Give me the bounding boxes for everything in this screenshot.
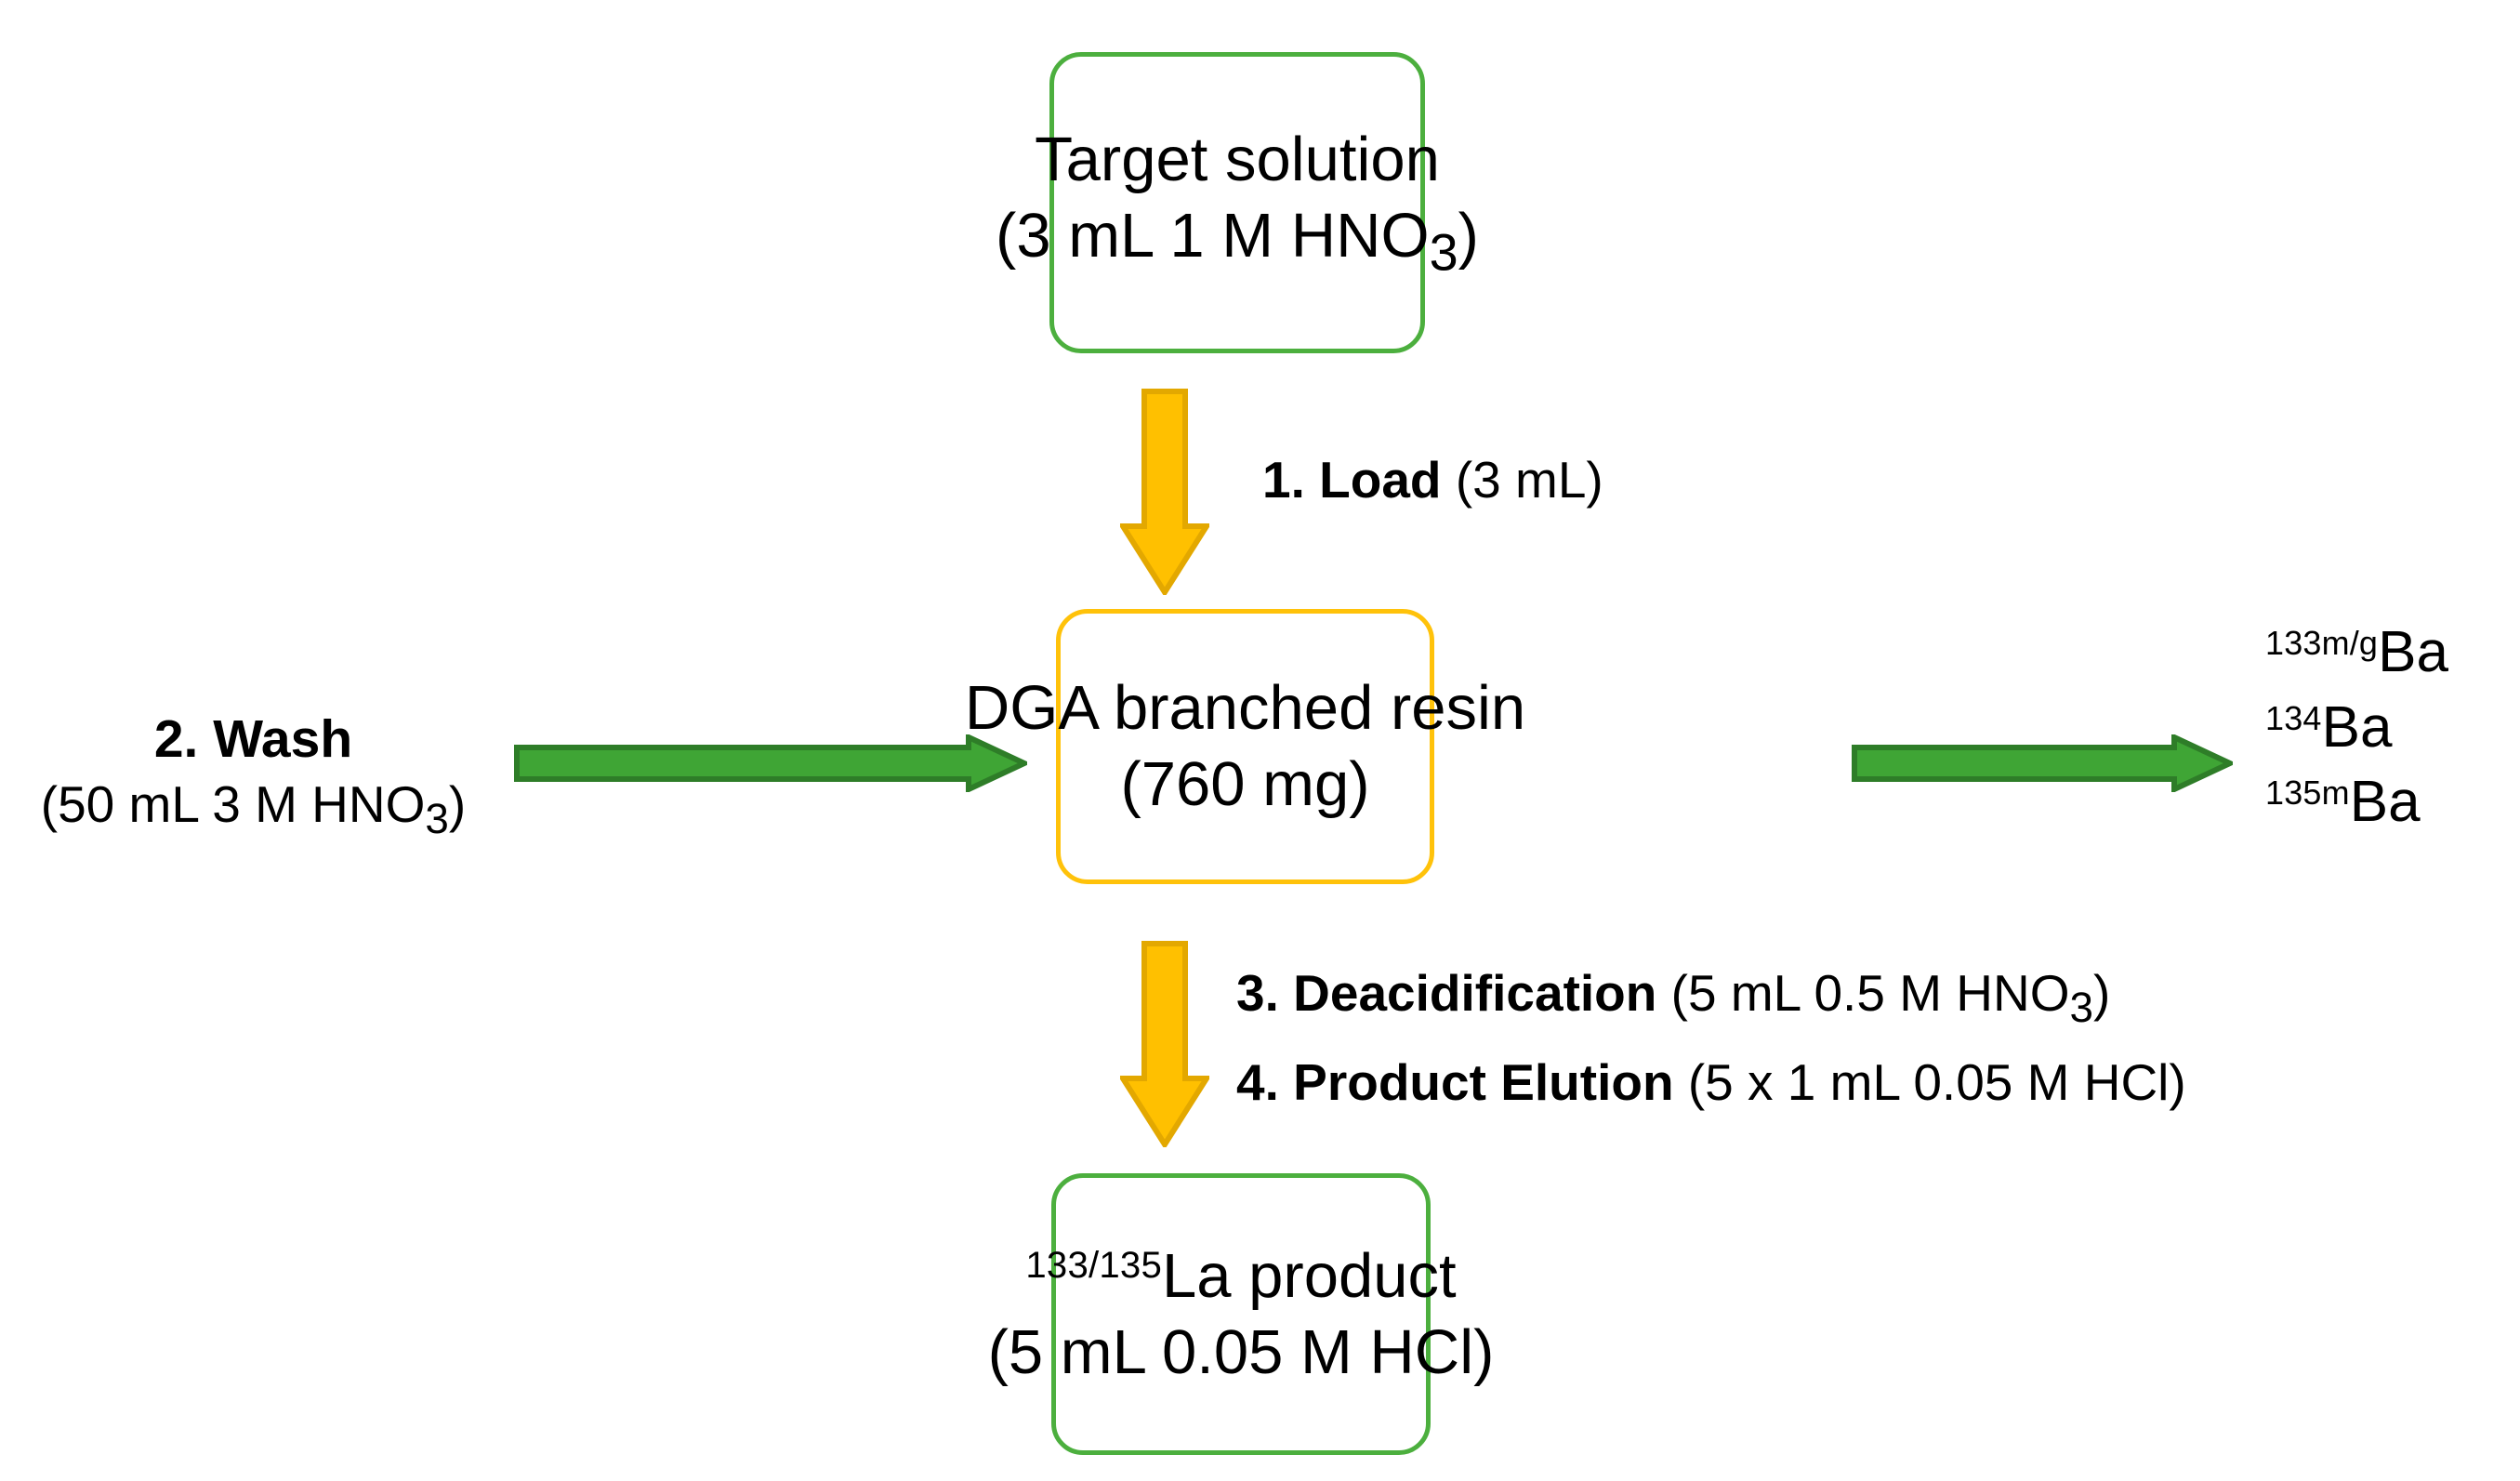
dga-resin-line-1: DGA branched resin — [964, 673, 1526, 744]
step-wash-detail: (50 mL 3 M HNO3) — [0, 773, 507, 845]
step-load-number: 1. Load — [1262, 451, 1442, 509]
step-wash-detail-prefix: (50 mL 3 M HNO — [40, 775, 426, 834]
step-product-elution-number: 4. Product Elution — [1236, 1053, 1674, 1111]
node-la-product: 133/135La product (5 mL 0.05 M HCl) — [988, 1173, 1494, 1455]
node-dga-resin: DGA branched resin (760 mg) — [965, 609, 1525, 884]
arrow-load-down — [1120, 389, 1209, 595]
target-solution-acid-subscript: 3 — [1429, 222, 1458, 281]
arrow-wash-right — [514, 734, 1027, 792]
node-target-solution: Target solution (3 mL 1 M HNO3) — [996, 52, 1479, 353]
step-wash-label: 2. Wash (50 mL 3 M HNO3) — [0, 707, 507, 846]
step-wash-detail-subscript: 3 — [425, 795, 449, 843]
arrow-elution-down — [1120, 941, 1209, 1147]
barium-isotope-item: 134Ba — [2265, 691, 2448, 766]
barium-isotope-symbol: Ba — [2349, 770, 2421, 835]
barium-isotope-mass-number: 133m/g — [2265, 624, 2379, 663]
step-deacidification-detail-suffix: ) — [2093, 964, 2111, 1022]
target-solution-acid-suffix: ) — [1458, 200, 1479, 271]
barium-isotope-item: 135mBa — [2265, 765, 2448, 840]
step-deacidification-label: 3. Deacidification (5 mL 0.5 M HNO3) — [1236, 961, 2110, 1034]
dga-resin-line-2: (760 mg) — [1120, 749, 1370, 819]
step-wash-detail-suffix: ) — [448, 775, 467, 834]
barium-isotope-item: 133m/gBa — [2265, 615, 2448, 691]
step-product-elution-label: 4. Product Elution (5 x 1 mL 0.05 M HCl) — [1236, 1051, 2186, 1115]
barium-isotope-symbol: Ba — [2321, 694, 2393, 760]
la-product-text: La product — [1162, 1240, 1457, 1311]
target-solution-acid-prefix: (3 mL 1 M HNO — [996, 200, 1430, 271]
step-deacidification-detail-prefix: (5 mL 0.5 M HNO — [1670, 964, 2070, 1022]
step-load-label: 1. Load (3 mL) — [1262, 448, 1603, 512]
la-product-line-2: (5 mL 0.05 M HCl) — [987, 1316, 1495, 1387]
target-solution-line-2: (3 mL 1 M HNO3) — [996, 198, 1479, 284]
step-deacidification-detail-subscript: 3 — [2069, 984, 2094, 1031]
step-product-elution-detail: (5 x 1 mL 0.05 M HCl) — [1687, 1053, 2186, 1111]
barium-isotope-mass-number: 135m — [2265, 774, 2350, 813]
la-product-mass-numbers: 133/135 — [1025, 1243, 1163, 1286]
target-solution-line-1: Target solution — [1035, 124, 1440, 194]
la-product-line-1: 133/135La product — [1025, 1238, 1456, 1315]
barium-byproducts-list: 133m/gBa 134Ba 135mBa — [2265, 615, 2448, 840]
barium-isotope-mass-number: 134 — [2265, 698, 2322, 737]
barium-isotope-symbol: Ba — [2378, 620, 2448, 684]
step-deacidification-number: 3. Deacidification — [1236, 964, 1657, 1022]
step-wash-number: 2. Wash — [153, 709, 353, 769]
step-deacidification-detail: (5 mL 0.5 M HNO3) — [1670, 964, 2111, 1031]
arrow-barium-right — [1852, 734, 2233, 792]
step-load-detail: (3 mL) — [1455, 451, 1603, 509]
